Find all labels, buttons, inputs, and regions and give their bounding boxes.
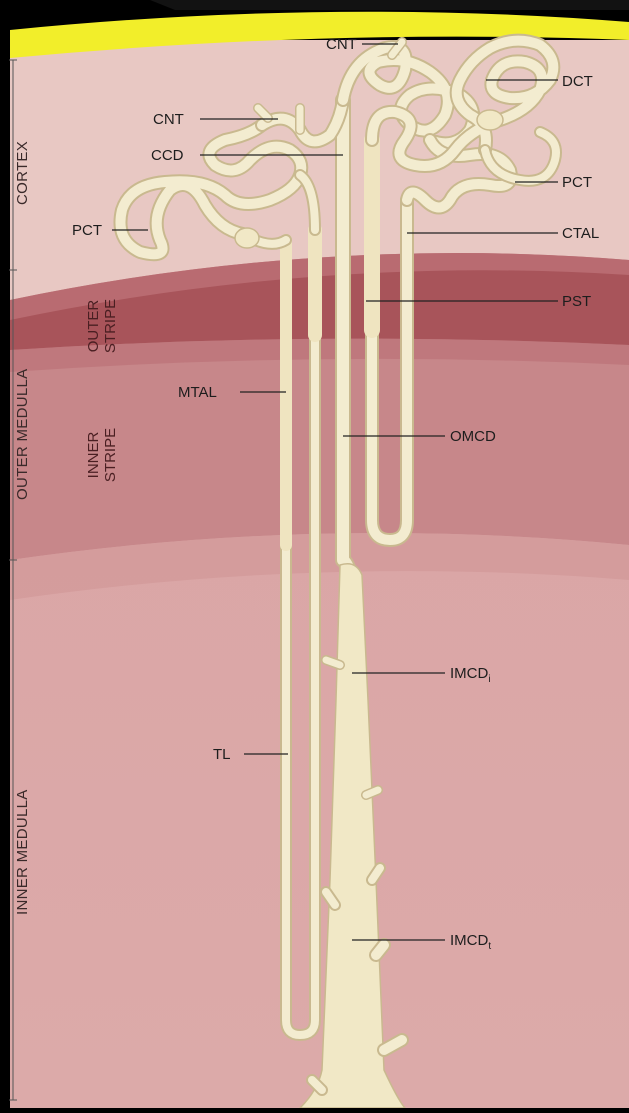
outer-stripe-label-1: OUTER (85, 300, 102, 353)
inner-medulla-label: INNER MEDULLA (14, 789, 31, 915)
label-mtal: MTAL (178, 384, 217, 401)
inner-stripe-label-2: STRIPE (102, 428, 119, 482)
label-omcd: OMCD (450, 428, 496, 445)
label-ctal: CTAL (562, 225, 599, 242)
label-pst: PST (562, 293, 591, 310)
label-cnt-top: CNT (326, 36, 357, 53)
label-imcd-i-sub: i (488, 674, 490, 685)
label-cnt-left: CNT (153, 111, 184, 128)
label-tl: TL (213, 746, 231, 763)
label-pct-right: PCT (562, 174, 592, 191)
outer-medulla-label: OUTER MEDULLA (14, 369, 31, 500)
label-imcd-t-main: IMCD (450, 932, 488, 949)
outer-stripe-label-2: STRIPE (102, 299, 119, 353)
label-dct: DCT (562, 73, 593, 90)
left-glomerulus (235, 228, 259, 248)
label-pct-left: PCT (72, 222, 102, 239)
cortex-label: CORTEX (14, 141, 31, 205)
right-glomerulus (477, 110, 503, 130)
inner-stripe-label-1: INNER (85, 431, 102, 478)
label-imcd-i-main: IMCD (450, 665, 488, 682)
label-ccd: CCD (151, 147, 184, 164)
label-imcd-t-sub: t (488, 941, 491, 952)
